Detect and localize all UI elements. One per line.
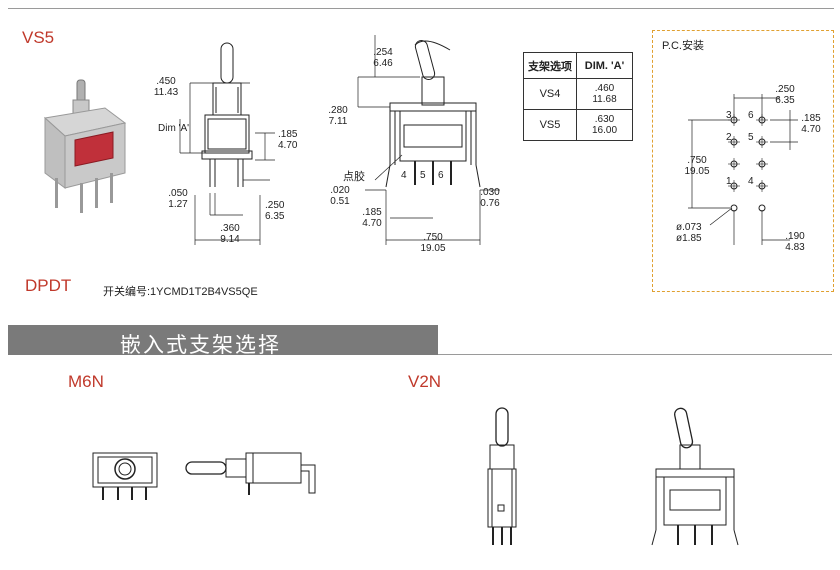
pcb-pin-1: 1: [726, 176, 732, 187]
pcb-title: P.C.安装: [662, 40, 704, 52]
switch-photo: [43, 79, 127, 213]
pcb-pin-5: 5: [748, 132, 754, 143]
v2n-side-drawing: [651, 407, 739, 546]
option-right-label: V2N: [408, 372, 442, 391]
pole-type: DPDT: [25, 276, 72, 295]
section-header-bar: [8, 325, 438, 355]
dim-a-label: Dim 'A': [158, 123, 190, 134]
table-header-option: 支架选项: [523, 52, 577, 79]
pin-label-5: 5: [420, 170, 426, 181]
pcb-pin-2: 2: [726, 132, 732, 143]
section-title: 嵌入式支架选择: [120, 333, 281, 357]
dot-glue-label: 点胶: [343, 171, 365, 183]
part-number: 开关编号:1YCMD1T2B4VS5QE: [103, 286, 258, 298]
v2n-front-drawing: [487, 407, 517, 545]
pcb-mounting-box: [652, 30, 834, 292]
pcb-hole-layout: [688, 94, 798, 245]
m6n-side-drawing: [185, 452, 316, 495]
top-rule: [8, 8, 834, 9]
option-left-label: M6N: [68, 372, 104, 391]
side-view-drawing: [357, 35, 500, 245]
table-header-dim: DIM. 'A': [576, 52, 633, 79]
model-title: VS5: [22, 28, 55, 47]
pcb-pin-3: 3: [726, 110, 732, 121]
section-rule: [438, 354, 832, 355]
pin-label-6: 6: [438, 170, 444, 181]
pcb-pin-6: 6: [748, 110, 754, 121]
m6n-front-drawing: [92, 452, 158, 500]
front-view-drawing: [179, 42, 275, 245]
pin-label-4: 4: [401, 170, 407, 181]
pcb-pin-4: 4: [748, 176, 754, 187]
